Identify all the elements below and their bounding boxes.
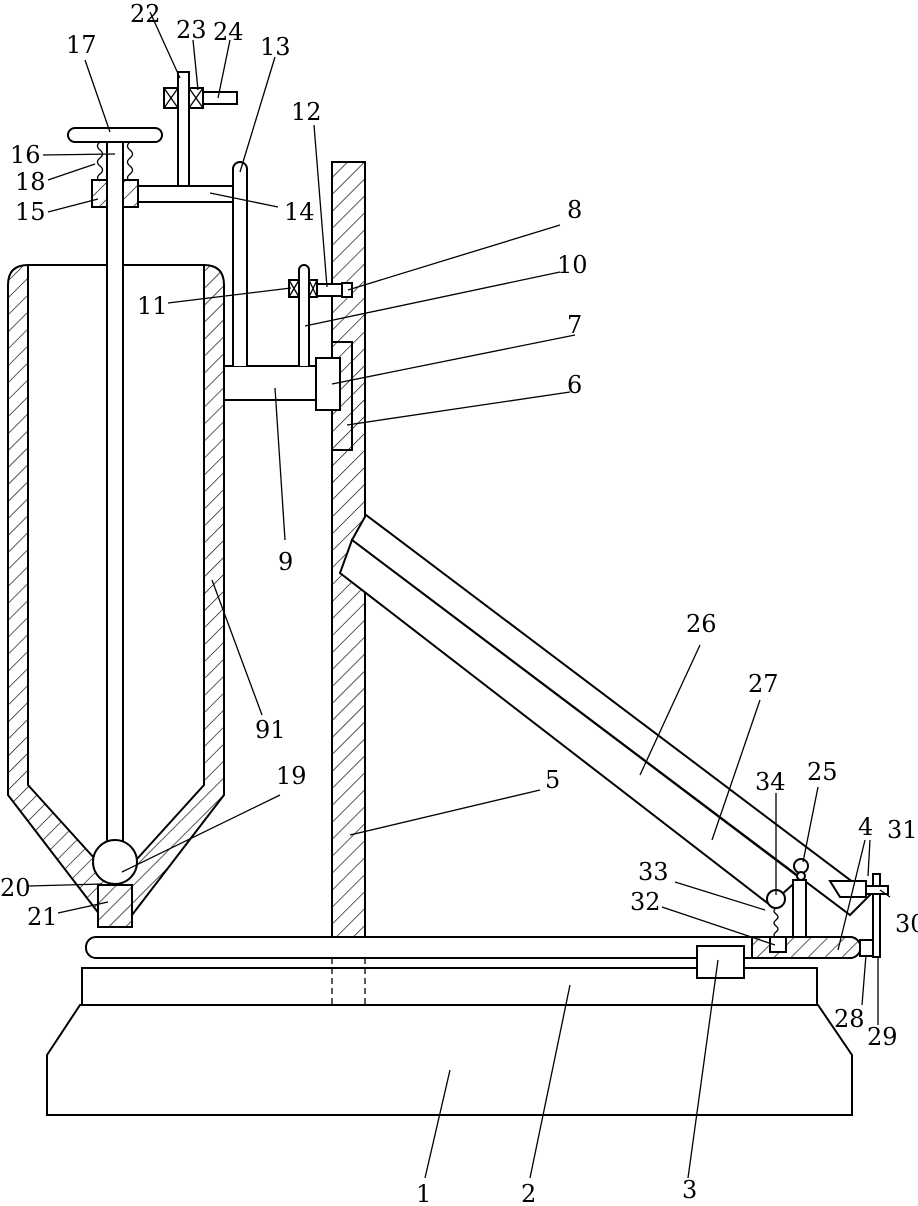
connector-28 [860, 940, 873, 956]
label-18: 18 [15, 168, 46, 196]
handle-24 [203, 92, 237, 104]
block-7 [316, 358, 340, 410]
label-30: 30 [895, 910, 918, 938]
label-17: 17 [66, 31, 97, 59]
handle-17 [68, 128, 162, 142]
block-3 [697, 946, 744, 978]
label-24: 24 [213, 18, 244, 46]
slider-4 [752, 937, 861, 958]
label-32: 32 [630, 888, 661, 916]
label-8: 8 [567, 196, 582, 224]
pivot-hole [797, 872, 805, 880]
label-1: 1 [416, 1180, 431, 1206]
guide-block-15 [92, 180, 108, 207]
label-14: 14 [284, 198, 315, 226]
label-7: 7 [567, 311, 582, 339]
label-21: 21 [27, 903, 58, 931]
ball-19 [93, 840, 137, 884]
label-13: 13 [260, 33, 291, 61]
label-12: 12 [291, 98, 322, 126]
label-6: 6 [567, 371, 582, 399]
label-9: 9 [278, 548, 293, 576]
spring-18 [128, 142, 133, 181]
label-4: 4 [858, 813, 873, 841]
label-22: 22 [130, 0, 161, 28]
label-15: 15 [15, 198, 46, 226]
label-19: 19 [276, 762, 307, 790]
rod-10 [299, 265, 309, 366]
label-26: 26 [686, 610, 717, 638]
support-25 [793, 880, 806, 937]
label-34: 34 [755, 768, 786, 796]
label-3: 3 [682, 1176, 697, 1204]
rod-16 [107, 142, 123, 842]
label-31: 31 [887, 816, 918, 844]
label-20: 20 [0, 874, 31, 902]
label-28: 28 [834, 1005, 865, 1033]
shaft-22 [178, 72, 189, 186]
rod-12 [317, 284, 342, 296]
label-11: 11 [137, 292, 168, 320]
label-23: 23 [176, 16, 207, 44]
label-33: 33 [638, 858, 669, 886]
base [47, 1005, 852, 1115]
rod-13 [233, 162, 247, 366]
pin-8 [342, 283, 352, 297]
guide-block-15 [123, 180, 138, 207]
arm-14 [138, 186, 233, 202]
label-5: 5 [545, 766, 560, 794]
label-10: 10 [557, 251, 588, 279]
block-21 [98, 885, 132, 927]
chute-26 [352, 515, 870, 915]
label-91: 91 [255, 716, 286, 744]
label-25: 25 [807, 758, 838, 786]
label-27: 27 [748, 670, 779, 698]
label-16: 16 [10, 141, 41, 169]
arm-9 [224, 366, 316, 400]
label-29: 29 [867, 1023, 898, 1051]
pivot-25 [794, 859, 808, 873]
spring-18 [98, 142, 103, 181]
chute-27 [340, 540, 800, 905]
label-2: 2 [521, 1180, 536, 1206]
